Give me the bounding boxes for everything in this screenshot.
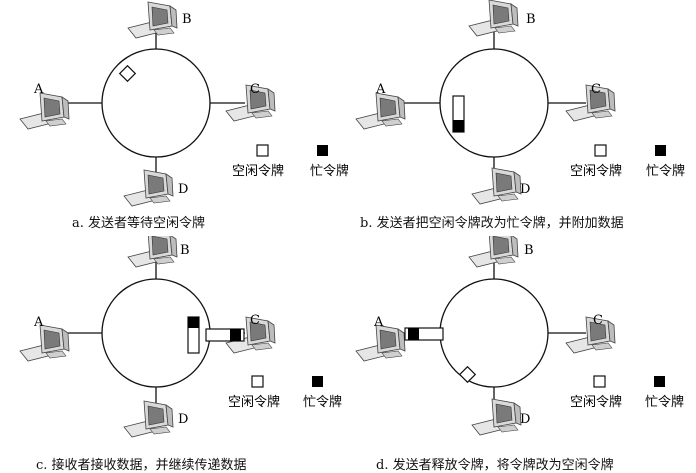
copied-busy-token bbox=[230, 329, 241, 341]
returned-busy-token bbox=[408, 328, 419, 340]
token-ring bbox=[101, 48, 211, 158]
free-token bbox=[458, 365, 477, 384]
legend-busy-swatch bbox=[654, 376, 665, 387]
panel-caption: a. 发送者等待空闲令牌 bbox=[72, 216, 206, 231]
legend-busy-swatch bbox=[312, 376, 323, 387]
computer-b-icon bbox=[127, 1, 178, 39]
node-label-d: D bbox=[178, 182, 188, 197]
node-label-a: A bbox=[33, 82, 44, 97]
node-label-c: C bbox=[593, 313, 603, 328]
busy-token bbox=[453, 120, 464, 132]
computer-a-icon bbox=[355, 92, 406, 130]
computer-b-icon bbox=[468, 236, 519, 268]
token-ring bbox=[439, 278, 549, 388]
panel-a: B A C D 空闲令牌 忙令牌 a. 发送者等待空闲令牌 bbox=[0, 0, 348, 236]
ring-diagram-a: B A C D 空闲令牌 忙令牌 bbox=[19, 1, 348, 207]
panel-b: B A C D 空闲令牌 忙令牌 b. 发送者把空闲令牌改为忙令牌，并附加数据 bbox=[348, 0, 696, 236]
legend-free-label: 空闲令牌 bbox=[570, 394, 622, 410]
panel-d: B A C D 空闲令牌 忙令牌 d. 发送者释放令牌，将令牌改为空闲令牌 bbox=[348, 236, 696, 473]
node-label-a: A bbox=[373, 315, 384, 330]
computer-c-icon bbox=[565, 316, 616, 354]
node-label-a: A bbox=[33, 315, 44, 330]
node-label-d: D bbox=[178, 412, 188, 427]
busy-token bbox=[188, 317, 199, 328]
computer-d-icon bbox=[471, 167, 522, 205]
ring-diagram-d: B A C D 空闲令牌 忙令牌 bbox=[355, 236, 684, 436]
ring-diagram-b: B A C D 空闲令牌 忙令牌 bbox=[355, 0, 685, 205]
panel-caption: d. 发送者释放令牌，将令牌改为空闲令牌 bbox=[376, 458, 614, 473]
node-label-c: C bbox=[250, 82, 260, 97]
legend-free-label: 空闲令牌 bbox=[232, 163, 284, 179]
panel-caption: c. 接收者接收数据，并继续传递数据 bbox=[36, 458, 247, 473]
legend-busy-label: 忙令牌 bbox=[310, 163, 348, 179]
computer-a-icon bbox=[19, 324, 70, 362]
free-token bbox=[118, 64, 137, 83]
legend-free-label: 空闲令牌 bbox=[570, 163, 622, 179]
node-label-b: B bbox=[180, 243, 190, 258]
computer-a-icon bbox=[355, 324, 406, 362]
ring-diagram-c: B A C D 空闲令牌 忙令牌 bbox=[19, 236, 342, 438]
computer-d-icon bbox=[123, 400, 174, 438]
legend-busy-label: 忙令牌 bbox=[645, 394, 684, 410]
legend-busy-label: 忙令牌 bbox=[303, 394, 342, 410]
node-label-c: C bbox=[591, 82, 601, 97]
node-label-a: A bbox=[375, 82, 386, 97]
node-label-b: B bbox=[526, 12, 536, 27]
legend-free-swatch bbox=[594, 144, 607, 157]
legend-free-swatch bbox=[593, 375, 606, 388]
legend-busy-swatch bbox=[317, 145, 328, 156]
panel-caption: b. 发送者把空闲令牌改为忙令牌，并附加数据 bbox=[360, 216, 624, 231]
computer-b-icon bbox=[127, 236, 178, 268]
node-label-d: D bbox=[520, 412, 530, 427]
node-label-b: B bbox=[182, 12, 192, 27]
computer-b-icon bbox=[468, 0, 519, 37]
node-label-b: B bbox=[524, 243, 534, 258]
panel-c: B A C D 空闲令牌 忙令牌 c. 接收者接收数据，并继续传递数据 bbox=[0, 236, 348, 473]
legend-free-label: 空闲令牌 bbox=[228, 394, 280, 410]
node-label-d: D bbox=[520, 182, 530, 197]
computer-d-icon bbox=[123, 169, 174, 207]
legend-busy-swatch bbox=[655, 145, 666, 156]
computer-d-icon bbox=[471, 398, 522, 436]
node-label-c: C bbox=[250, 313, 260, 328]
legend-busy-label: 忙令牌 bbox=[646, 163, 685, 179]
computer-a-icon bbox=[19, 92, 70, 130]
legend-free-swatch bbox=[251, 375, 264, 388]
legend-free-swatch bbox=[256, 144, 269, 157]
